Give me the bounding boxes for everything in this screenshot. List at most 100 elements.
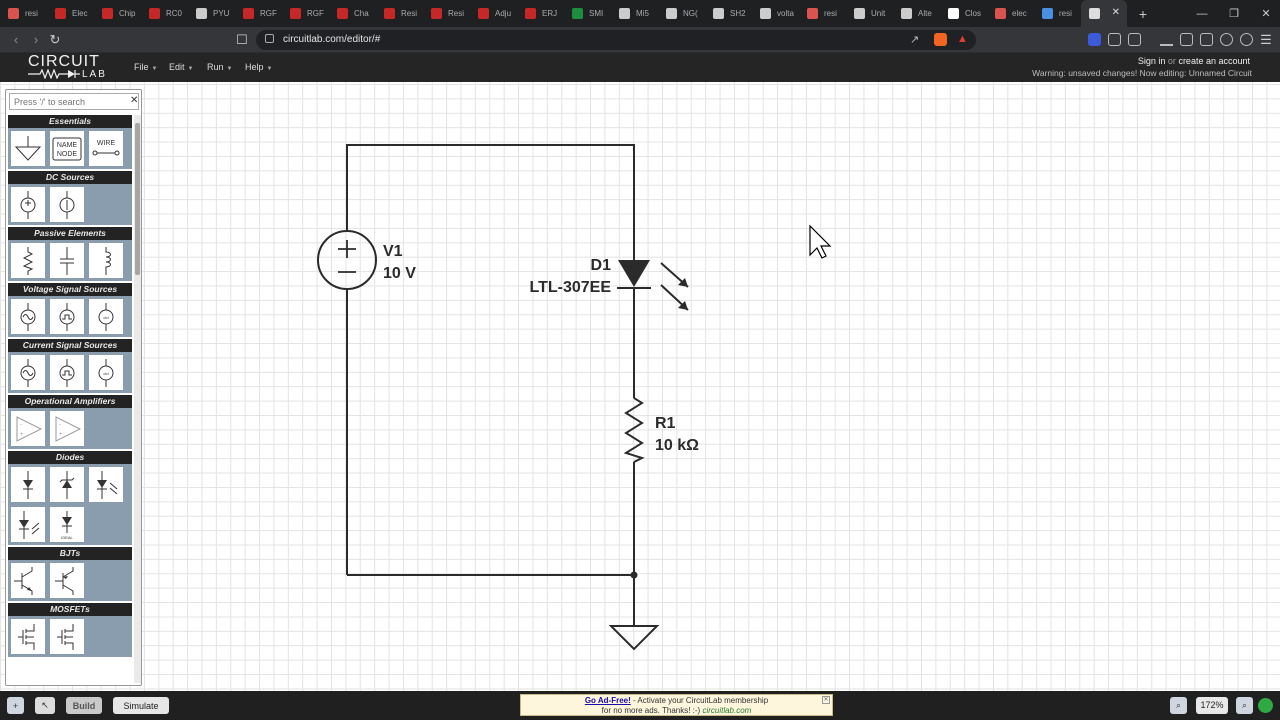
part-nmos-icon[interactable] (10, 618, 46, 655)
resistor-r1[interactable] (623, 397, 645, 463)
part-npn-icon[interactable] (10, 562, 46, 599)
reload-icon[interactable]: ↻ (49, 32, 61, 47)
browser-tab[interactable]: Cha (329, 0, 376, 27)
menu-edit[interactable]: Edit▼ (169, 62, 193, 72)
browser-tab[interactable]: volta (752, 0, 799, 27)
close-tab-icon[interactable]: ✕ (1111, 7, 1120, 18)
palette-category-header[interactable]: Current Signal Sources (8, 339, 132, 352)
media-icon[interactable] (1128, 33, 1141, 46)
palette-scrollbar[interactable] (134, 115, 141, 683)
part-photodiode-icon[interactable] (10, 506, 46, 543)
part-resistor-icon[interactable] (10, 242, 46, 279)
menu-file[interactable]: File▼ (134, 62, 157, 72)
brave-shield-icon[interactable] (934, 33, 947, 46)
sign-in-link[interactable]: Sign in (1137, 56, 1166, 66)
palette-scrollbar-thumb[interactable] (135, 123, 140, 275)
part-inductor-icon[interactable] (88, 242, 124, 279)
r1-name[interactable]: R1 (655, 415, 676, 432)
zoom-out-icon[interactable]: ⌕ (1170, 697, 1187, 714)
browser-tab[interactable]: Unit (846, 0, 893, 27)
ad-domain-link[interactable]: circuitlab.com (702, 705, 752, 715)
part-pmos-icon[interactable] (49, 618, 85, 655)
browser-tab[interactable]: SMI (564, 0, 611, 27)
maximize-button[interactable]: ❐ (1229, 8, 1239, 20)
led-d1[interactable] (618, 260, 650, 287)
wallet-icon[interactable] (1200, 33, 1213, 46)
part-wire-icon[interactable]: WIRE (88, 130, 124, 167)
browser-tab[interactable]: ERJ (517, 0, 564, 27)
part-dc-current-icon[interactable] (49, 186, 85, 223)
browser-tab[interactable]: RC0 (141, 0, 188, 27)
palette-category-header[interactable]: Passive Elements (8, 227, 132, 240)
part-dc-voltage-icon[interactable] (10, 186, 46, 223)
part-ctrl-current-icon[interactable]: ctrl (88, 354, 124, 391)
palette-category-header[interactable]: BJTs (8, 547, 132, 560)
palette-category-header[interactable]: Voltage Signal Sources (8, 283, 132, 296)
browser-tab[interactable]: ✕ (1081, 0, 1127, 27)
browser-tab[interactable]: NG( (658, 0, 705, 27)
build-tab[interactable]: Build (66, 697, 102, 714)
part-opamp-2-icon[interactable]: -+ (49, 410, 85, 447)
forward-icon[interactable]: › (33, 32, 39, 47)
browser-tab[interactable]: Resi (423, 0, 470, 27)
minimize-button[interactable]: — (1196, 7, 1208, 20)
voltage-source-v1[interactable] (317, 230, 377, 290)
d1-value[interactable]: LTL-307EE (530, 279, 612, 296)
part-opamp-icon[interactable]: -+ (10, 410, 46, 447)
palette-search-input[interactable] (9, 93, 139, 110)
ground-symbol[interactable] (608, 625, 660, 651)
browser-tab[interactable]: SH2 (705, 0, 752, 27)
browser-tab[interactable]: resi (799, 0, 846, 27)
palette-category-header[interactable]: MOSFETs (8, 603, 132, 616)
part-pnp-icon[interactable] (49, 562, 85, 599)
browser-tab[interactable]: RGF (282, 0, 329, 27)
simulate-tab[interactable]: Simulate (113, 697, 169, 714)
d1-name[interactable]: D1 (591, 257, 612, 274)
part-sine-voltage-icon[interactable] (10, 298, 46, 335)
ad-close-icon[interactable]: ✕ (822, 696, 830, 704)
close-window-button[interactable]: ✕ (1261, 8, 1271, 20)
part-zener-icon[interactable] (49, 466, 85, 503)
browser-tab[interactable]: RGF (235, 0, 282, 27)
part-capacitor-icon[interactable] (49, 242, 85, 279)
part-sine-current-icon[interactable] (10, 354, 46, 391)
browser-tab[interactable]: PYU (188, 0, 235, 27)
junction-node[interactable] (630, 571, 638, 579)
share-icon[interactable]: ↗ (910, 34, 920, 46)
v1-name[interactable]: V1 (383, 243, 403, 260)
palette-category-header[interactable]: DC Sources (8, 171, 132, 184)
schematic-svg[interactable]: V1 10 V D1 LTL-307EE R1 10 kΩ (0, 82, 1280, 691)
vpn-icon[interactable] (1240, 33, 1253, 46)
part-square-current-icon[interactable] (49, 354, 85, 391)
browser-tab[interactable]: Mi5 (611, 0, 658, 27)
bookmark-icon[interactable]: ☐ (236, 32, 248, 47)
browser-tab[interactable]: resi (0, 0, 47, 27)
menu-run[interactable]: Run▼ (207, 62, 232, 72)
part-square-voltage-icon[interactable] (49, 298, 85, 335)
part-led-icon[interactable] (88, 466, 124, 503)
browser-tab[interactable]: Resi (376, 0, 423, 27)
part-ideal-diode-icon[interactable]: IDEAL (49, 506, 85, 543)
part-ground-icon[interactable] (10, 130, 46, 167)
add-icon[interactable]: + (7, 697, 24, 714)
v1-value[interactable]: 10 V (383, 265, 416, 282)
download-icon[interactable] (1160, 33, 1173, 46)
site-info-icon[interactable] (265, 34, 274, 43)
browser-tab[interactable]: elec (987, 0, 1034, 27)
close-icon[interactable]: ✕ (130, 95, 139, 106)
wire-top[interactable] (346, 144, 635, 260)
extension-shield-icon[interactable] (1088, 33, 1101, 46)
url-input[interactable]: circuitlab.com/editor/# ↗ ▲ (256, 30, 976, 50)
part-ctrl-voltage-icon[interactable]: ctrl (88, 298, 124, 335)
brave-rewards-icon[interactable]: ▲ (957, 33, 968, 45)
leo-ai-icon[interactable] (1220, 33, 1233, 46)
part-diode-icon[interactable] (10, 466, 46, 503)
palette-category-header[interactable]: Operational Amplifiers (8, 395, 132, 408)
menu-icon[interactable]: ☰ (1260, 32, 1272, 47)
browser-tab[interactable]: Adju (470, 0, 517, 27)
browser-tab[interactable]: Elec (47, 0, 94, 27)
extensions-icon[interactable] (1108, 33, 1121, 46)
back-icon[interactable]: ‹ (13, 32, 19, 47)
zoom-in-icon[interactable]: ⌕ (1236, 697, 1253, 714)
